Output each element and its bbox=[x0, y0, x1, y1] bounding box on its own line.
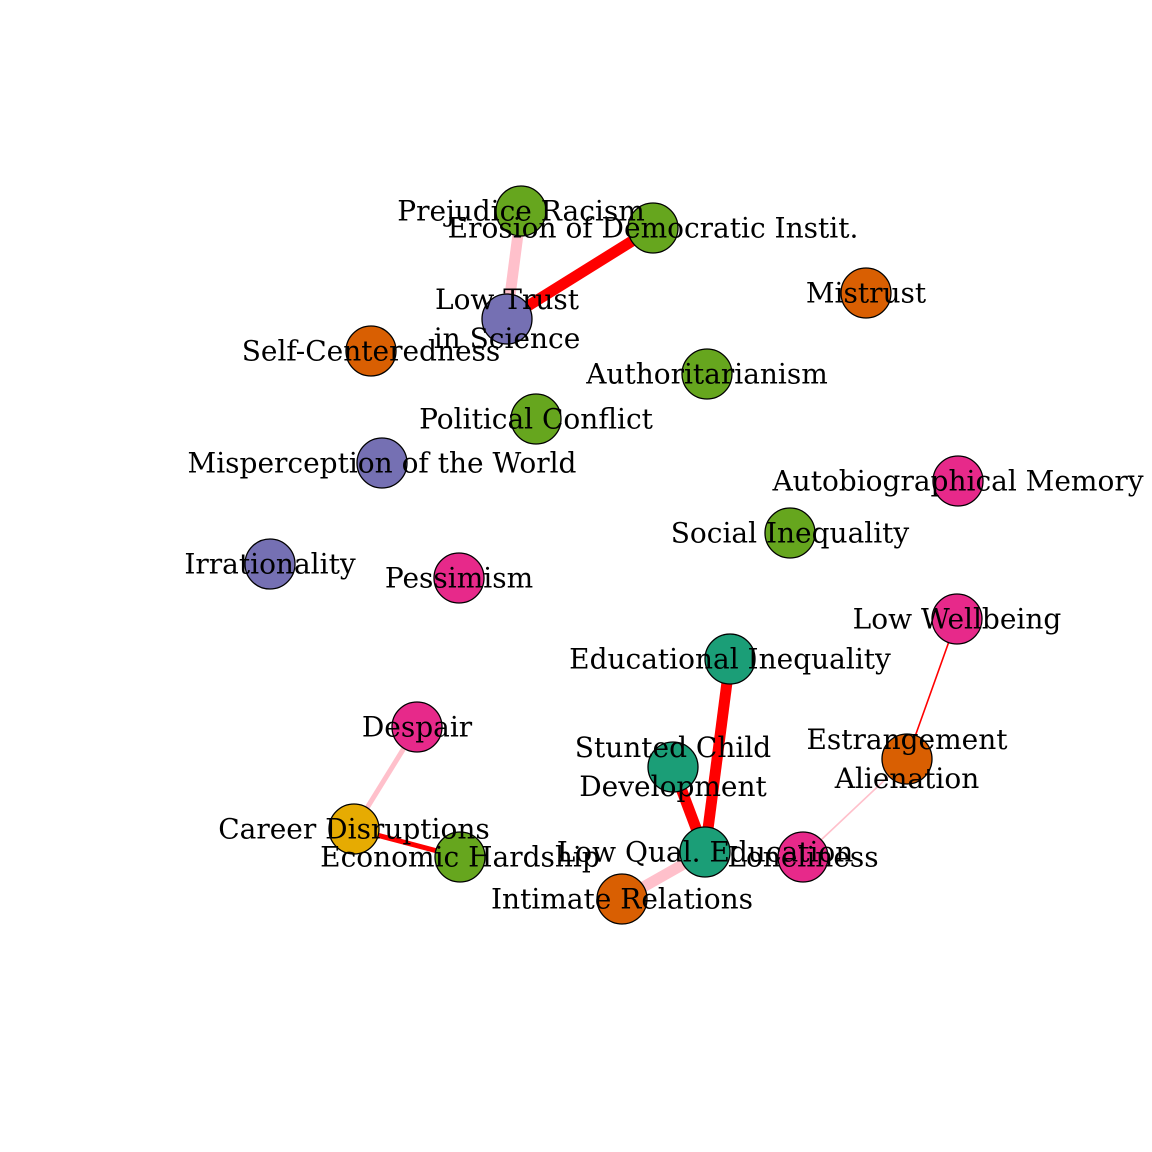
node-low-trust bbox=[481, 293, 533, 345]
node-intimate-relations bbox=[596, 873, 648, 925]
node-low-wellbeing bbox=[931, 593, 983, 645]
node-label-irrationality: Irrationality bbox=[184, 548, 355, 581]
node-label-line: Low Trust bbox=[435, 283, 580, 316]
node-label-prejudice: Prejudice Racism bbox=[397, 195, 645, 228]
node-label-line: Pessimism bbox=[385, 562, 533, 595]
node-label-line: Autobiographical Memory bbox=[771, 465, 1143, 498]
node-label-educational-inequality: Educational Inequality bbox=[569, 643, 891, 676]
node-prejudice bbox=[495, 185, 547, 237]
node-label-line: Low Wellbeing bbox=[853, 603, 1062, 636]
node-label-misperception: Misperception of the World bbox=[188, 447, 577, 480]
node-label-line: Self-Centeredness bbox=[242, 335, 501, 368]
node-label-authoritarianism: Authoritarianism bbox=[585, 358, 828, 391]
node-label-social-inequality: Social Inequality bbox=[671, 517, 910, 550]
node-label-line: Social Inequality bbox=[671, 517, 910, 550]
node-low-qual-education bbox=[679, 826, 731, 878]
node-label-self-centeredness: Self-Centeredness bbox=[242, 335, 501, 368]
node-label-line: Development bbox=[579, 770, 767, 803]
node-label-intimate-relations: Intimate Relations bbox=[491, 883, 753, 916]
node-pessimism bbox=[433, 552, 485, 604]
node-label-low-trust: Low Trust in Science bbox=[434, 283, 581, 355]
node-social-inequality bbox=[764, 507, 816, 559]
node-autobiographical bbox=[932, 455, 984, 507]
node-label-low-wellbeing: Low Wellbeing bbox=[853, 603, 1062, 636]
nodes-layer bbox=[244, 185, 984, 925]
node-label-line: Authoritarianism bbox=[585, 358, 828, 391]
node-label-pessimism: Pessimism bbox=[385, 562, 533, 595]
node-label-line: Mistrust bbox=[806, 277, 927, 310]
node-label-line: Political Conflict bbox=[419, 403, 654, 436]
node-label-mistrust: Mistrust bbox=[806, 277, 927, 310]
node-label-line: Career Disruptions bbox=[218, 813, 490, 846]
node-label-erosion: Erosion of Democratic Instit. bbox=[448, 212, 859, 245]
node-political-conflict bbox=[510, 393, 562, 445]
node-stunted-child bbox=[647, 741, 699, 793]
node-label-line: Stunted Child bbox=[575, 731, 772, 764]
node-erosion bbox=[627, 202, 679, 254]
node-educational-inequality bbox=[704, 633, 756, 685]
node-label-line: in Science bbox=[434, 322, 581, 355]
edge-erosion-low-trust bbox=[504, 223, 656, 324]
edge-educational-inequality-low-qual-education bbox=[699, 658, 736, 853]
node-label-autobiographical: Autobiographical Memory bbox=[771, 465, 1143, 498]
node-label-line: Intimate Relations bbox=[491, 883, 753, 916]
node-label-line: Prejudice Racism bbox=[397, 195, 645, 228]
node-label-economic-hardship: Economic Hardship bbox=[320, 841, 600, 874]
node-authoritarianism bbox=[681, 348, 733, 400]
node-loneliness bbox=[777, 831, 829, 883]
node-label-line: Irrationality bbox=[184, 548, 355, 581]
node-label-political-conflict: Political Conflict bbox=[419, 403, 654, 436]
node-label-low-qual-education: Low Qual. Education bbox=[557, 836, 854, 869]
node-label-line: Despair bbox=[362, 711, 473, 744]
node-label-loneliness: Loneliness bbox=[727, 841, 878, 874]
node-economic-hardship bbox=[434, 831, 486, 883]
node-label-line: Misperception of the World bbox=[188, 447, 577, 480]
node-label-line: Low Qual. Education bbox=[557, 836, 854, 869]
node-label-line: Economic Hardship bbox=[320, 841, 600, 874]
node-despair bbox=[391, 701, 443, 753]
node-estrangement bbox=[881, 733, 933, 785]
node-label-line: Educational Inequality bbox=[569, 643, 891, 676]
node-label-despair: Despair bbox=[362, 711, 473, 744]
node-label-line: Loneliness bbox=[727, 841, 878, 874]
node-label-career-disruptions: Career Disruptions bbox=[218, 813, 490, 846]
node-mistrust bbox=[840, 267, 892, 319]
node-label-line: Estrangement bbox=[806, 723, 1008, 756]
node-self-centeredness bbox=[345, 325, 397, 377]
node-label-line: Erosion of Democratic Instit. bbox=[448, 212, 859, 245]
node-misperception bbox=[356, 437, 408, 489]
node-label-line: Alienation bbox=[834, 762, 980, 795]
node-irrationality bbox=[244, 538, 296, 590]
node-career-disruptions bbox=[328, 803, 380, 855]
